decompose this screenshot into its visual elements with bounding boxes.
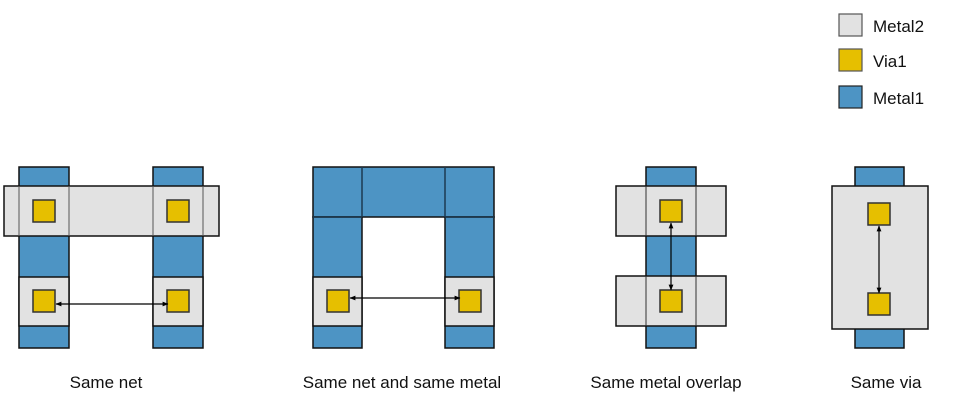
via1-bottom-left — [32, 289, 56, 313]
metal1-top-bar — [312, 166, 495, 218]
via1-bottom — [659, 289, 683, 313]
via1-top-right — [166, 199, 190, 223]
metal2-pad-left — [18, 276, 70, 327]
via1-right — [458, 289, 482, 313]
metal1-swatch — [838, 85, 863, 109]
panel-same-net-and-same-metal: Same net and same metal — [303, 166, 501, 392]
panel-same-net: Same net — [3, 166, 220, 392]
via1-left — [326, 289, 350, 313]
metal2-swatch — [838, 13, 863, 37]
legend-label-via1: Via1 — [873, 52, 907, 71]
legend: Metal2 Via1 Metal1 — [838, 13, 924, 109]
via1-top — [659, 199, 683, 223]
legend-item-via1: Via1 — [838, 48, 907, 72]
legend-item-metal1: Metal1 — [838, 85, 924, 109]
via1-bottom-right — [166, 289, 190, 313]
legend-item-metal2: Metal2 — [838, 13, 924, 37]
via1-top — [867, 202, 891, 226]
caption-same-metal-overlap: Same metal overlap — [590, 373, 741, 392]
via1-swatch — [838, 48, 863, 72]
panel-same-metal-overlap: Same metal overlap — [590, 166, 742, 392]
via1-top-left — [32, 199, 56, 223]
panel-same-via: Same via — [831, 166, 929, 392]
caption-same-net: Same net — [70, 373, 143, 392]
legend-label-metal1: Metal1 — [873, 89, 924, 108]
caption-same-via: Same via — [851, 373, 922, 392]
legend-label-metal2: Metal2 — [873, 17, 924, 36]
caption-same-net-and-same-metal: Same net and same metal — [303, 373, 501, 392]
via1-bottom — [867, 292, 891, 316]
